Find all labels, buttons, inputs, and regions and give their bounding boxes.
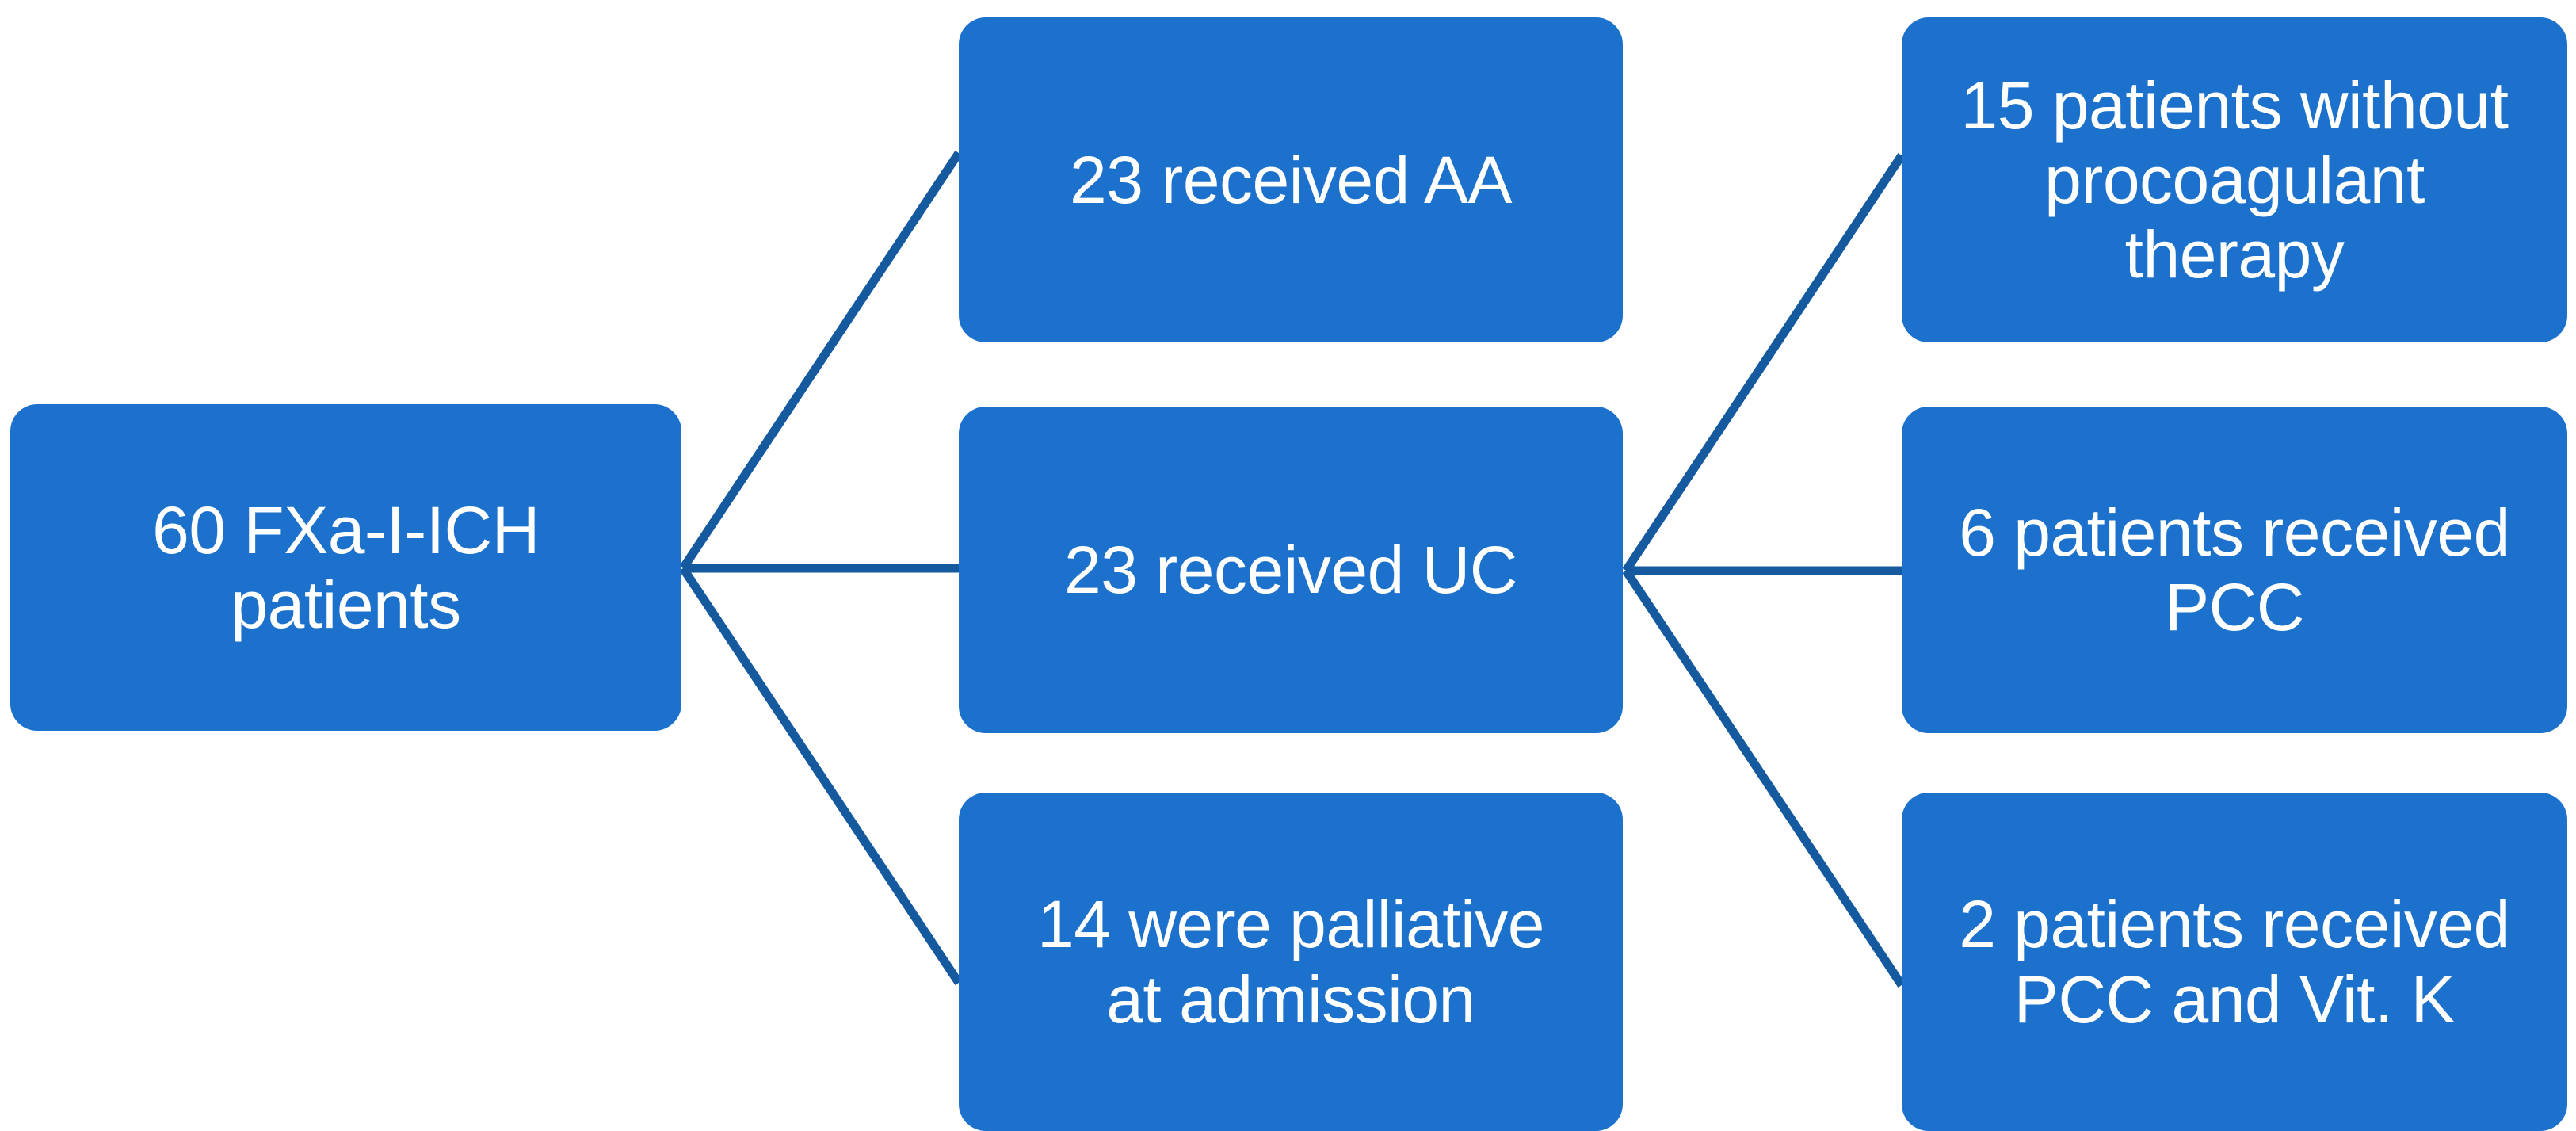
edge-root-palliative (679, 565, 963, 986)
node-received-pcc-label: 6 patients received PCC (1959, 495, 2510, 644)
edge-root-aa (679, 150, 963, 571)
node-palliative-at-admission[interactable]: 14 were palliative at admission (959, 793, 1623, 1131)
node-palliative-at-admission-label: 14 were palliative at admission (1036, 887, 1545, 1037)
node-received-pcc-and-vit-k[interactable]: 2 patients received PCC and Vit. K (1902, 793, 2567, 1131)
edge-uc-noprocoag (1622, 152, 1906, 574)
edge-uc-pccvitk (1622, 567, 1906, 988)
node-root-label: 60 FXa-I-ICH patients (152, 492, 540, 642)
node-received-pcc[interactable]: 6 patients received PCC (1902, 407, 2567, 733)
node-root[interactable]: 60 FXa-I-ICH patients (10, 404, 681, 731)
node-received-uc[interactable]: 23 received UC (959, 407, 1623, 733)
node-received-aa-label: 23 received AA (1069, 142, 1513, 217)
node-received-uc-label: 23 received UC (1064, 532, 1517, 607)
node-without-procoagulant-therapy-label: 15 patients without procoagulant therapy (1960, 67, 2509, 292)
node-without-procoagulant-therapy[interactable]: 15 patients without procoagulant therapy (1902, 17, 2567, 342)
node-received-aa[interactable]: 23 received AA (959, 17, 1623, 342)
node-received-pcc-and-vit-k-label: 2 patients received PCC and Vit. K (1959, 887, 2510, 1037)
